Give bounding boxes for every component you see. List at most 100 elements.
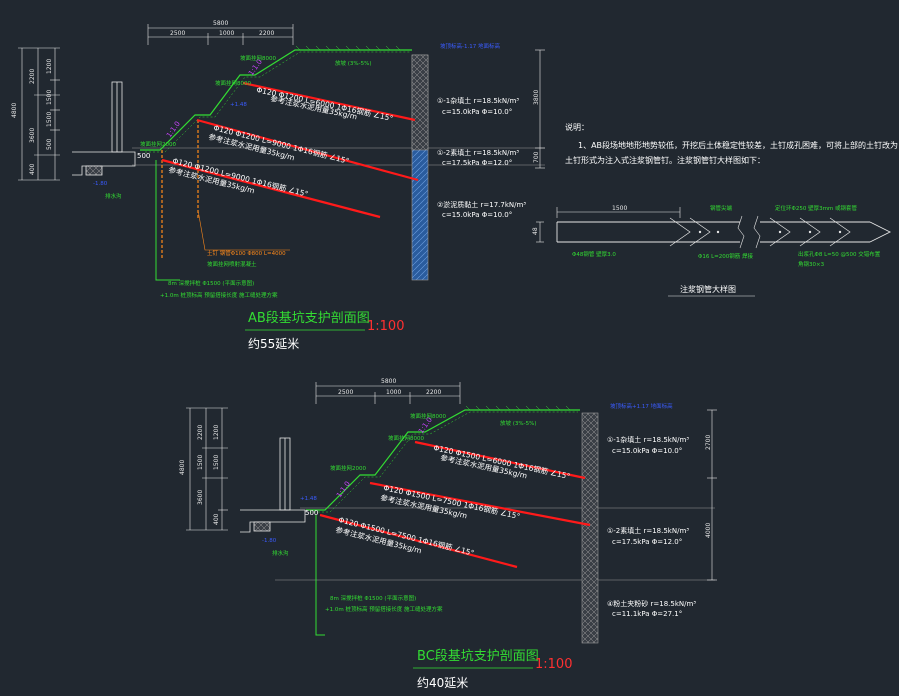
bc-cut-label: 500 [305, 509, 318, 517]
ab-left-dimensions [18, 47, 60, 181]
ab-dim-left-s1: 1200 [46, 59, 53, 74]
ab-dim-left-s3: 1500 [46, 112, 53, 127]
detail-holes [698, 230, 842, 234]
detail-dimension-lines [536, 207, 681, 243]
ab-soil-nails [161, 120, 199, 258]
ab-soil-1: ①-1杂填土 r=18.5kN/m³ [437, 96, 519, 105]
bc-retaining-pile [581, 412, 599, 644]
bc-top-dimensions [315, 382, 461, 404]
ab-dim-left-h3: 400 [29, 163, 36, 175]
bc-slope-label: 放坡 (3%-5%) [500, 419, 536, 427]
section-ab: 5800 2500 1000 2200 4800 2200 3600 400 1… [11, 20, 545, 351]
bc-dim-3: 2200 [426, 389, 441, 396]
bc-left-dimensions [186, 407, 228, 531]
bc-bench-label-2: 坡面挂网8000 [388, 434, 424, 442]
detail-break-marks [737, 215, 761, 249]
ab-scale: 1:100 [367, 319, 404, 334]
ab-slope-offsets [145, 51, 410, 153]
bc-soil-3: ④粉土夹粉砂 r=18.5kN/m³ [607, 599, 696, 608]
ab-dim-left-h1: 2200 [29, 69, 36, 84]
bc-dim-total: 5800 [381, 378, 396, 385]
detail-label-weld: Φ16 L=200钢筋 焊接 [698, 252, 753, 260]
bc-soil-3-params: c=11.1kPa Φ=27.1° [612, 610, 682, 618]
bc-title: BC段基坑支护剖面图 [417, 649, 539, 664]
bc-dim-left-h2: 1500 [197, 455, 204, 470]
detail-label-tip: 钢管尖端 [710, 204, 733, 212]
ab-top-dimensions [147, 24, 294, 45]
ab-dim-left-total: 4800 [11, 103, 18, 118]
bc-dim-right-1: 2700 [705, 435, 712, 450]
bc-ground-lines [275, 507, 715, 581]
ab-slope-profile [140, 49, 412, 151]
detail-title: 注浆钢管大样图 [680, 284, 736, 294]
section-bc: 5800 2500 1000 2200 4800 2200 1500 3600 … [179, 378, 717, 690]
ab-dim-right-2: 700 [533, 151, 540, 163]
notes: 说明： 1、AB段场地地形地势较低，开挖后土体稳定性较差，土钉成孔困难，可将上部… [565, 122, 898, 165]
bc-soil-1-params: c=15.0kPa Φ=10.0° [612, 447, 682, 455]
ab-bench-label-1: 坡面挂网8000 [240, 54, 276, 62]
ab-ground-lines [132, 147, 545, 166]
bc-existing-structure [240, 437, 306, 533]
bc-right-dimensions [707, 409, 717, 581]
bc-bench-label-3: 坡面挂网2000 [330, 464, 366, 472]
detail-dim-1500: 1500 [612, 205, 627, 212]
detail-pipe [556, 221, 892, 243]
ab-dim-3: 2200 [259, 30, 274, 37]
ab-cut-label: 500 [137, 152, 150, 160]
detail-label-hole: 出浆孔Φ8 L=50 @500 交错布置 [798, 250, 881, 258]
bc-soil-2-params: c=17.5kPa Φ=12.0° [612, 538, 682, 546]
bc-bench-label-1: 坡面挂网8000 [410, 412, 446, 420]
ab-nail-leader [197, 209, 290, 251]
ab-blue-label-2: -1.80 [93, 181, 108, 187]
ab-blue-label-1: +1.48 [230, 102, 247, 108]
ab-pile-upper [411, 54, 429, 151]
detail-label-angle: 角钢30×3 [798, 260, 825, 268]
bc-dim-left-s3: 400 [213, 513, 220, 525]
ab-well-pipe [155, 160, 180, 281]
bc-slope-top-hatch [465, 405, 571, 411]
bc-dim-left-s1: 1200 [213, 425, 220, 440]
notes-line-1: 1、AB段场地地形地势较低，开挖后土体稳定性较差，土钉成孔困难，可将上部的土钉改… [578, 140, 898, 150]
ab-dim-left-s4: 500 [46, 138, 53, 150]
bc-well-label-1: 8m 深搅拌桩 Φ1500 (平面示意图) [330, 594, 416, 602]
ab-soil-2: ①-2素填土 r=18.5kN/m³ [437, 148, 519, 157]
bc-slope-offsets [310, 411, 578, 513]
ab-dim-right-1: 3800 [533, 90, 540, 105]
bc-blue-label-1: +1.48 [300, 496, 317, 502]
ab-soil-1-params: c=15.0kPa Φ=10.0° [442, 108, 512, 116]
bc-anchors [319, 440, 591, 569]
bc-dim-1: 2500 [338, 389, 353, 396]
bc-subtitle: 约40延米 [417, 675, 468, 690]
ab-soil-2-params: c=17.5kPa Φ=12.0° [442, 159, 512, 167]
ab-nail-label-sub: 坡面挂网喷射混凝土 [207, 260, 257, 268]
ab-well-label-1: 8m 深搅拌桩 Φ1500 (平面示意图) [168, 279, 254, 287]
ab-bench-label-3: 坡面挂网2000 [140, 140, 176, 148]
ab-drain-label: 排水沟 [105, 192, 122, 200]
notes-heading: 说明： [565, 122, 589, 132]
bc-dim-left-h3: 3600 [197, 490, 204, 505]
ab-top-elevation: 坡顶标高-1.17 地面标高 [440, 42, 500, 50]
bc-drain-label: 排水沟 [272, 549, 289, 557]
ab-ratio-2: 1:1.0 [165, 120, 182, 139]
ab-soil-3: ②淤泥质黏土 r=17.7kN/m³ [437, 200, 526, 209]
ab-existing-structure [72, 81, 136, 176]
ab-dim-1: 2500 [170, 30, 185, 37]
detail-weld-bars [669, 217, 851, 247]
ab-anchors [161, 81, 419, 219]
bc-dim-2: 1000 [386, 389, 401, 396]
ab-title: AB段基坑支护剖面图 [248, 311, 370, 326]
ab-dim-left-s2: 1500 [46, 90, 53, 105]
ab-subtitle: 约55延米 [248, 336, 299, 351]
ab-dim-left-h2: 3600 [29, 128, 36, 143]
bc-dim-left-s2: 1500 [213, 455, 220, 470]
bc-dim-right-2: 4000 [705, 523, 712, 538]
bc-blue-label-2: -1.80 [262, 538, 277, 544]
ab-soil-3-params: c=15.0kPa Φ=10.0° [442, 211, 512, 219]
bc-slope-profile [306, 409, 580, 511]
bc-well-pipe [315, 515, 325, 636]
bc-top-elevation: 坡顶标高+1.17 地面标高 [610, 402, 673, 410]
bc-dim-left-total: 4800 [179, 460, 186, 475]
notes-line-2: 土钉形式为注入式注浆钢管钉。注浆钢管钉大样图如下： [565, 155, 765, 165]
ab-well-label-2: +1.0m 桩顶标高 预留搭接长度 施工缝处理方案 [160, 291, 278, 299]
